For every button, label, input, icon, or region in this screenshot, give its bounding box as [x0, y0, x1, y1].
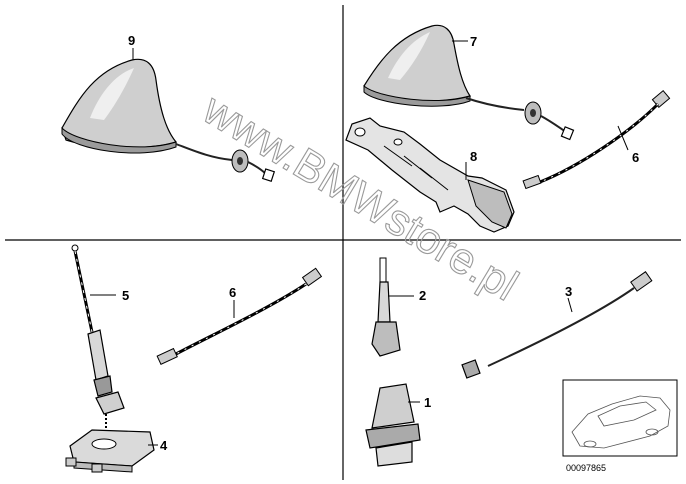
leader-6-top [617, 125, 629, 151]
car-thumbnail [562, 379, 678, 457]
part-number-2: 2 [419, 288, 426, 303]
part-6-cable-top [522, 89, 671, 190]
part-7-roof-antenna [363, 24, 575, 141]
part-number-3: 3 [565, 284, 572, 299]
part-number-7: 7 [470, 34, 477, 49]
part-number-6-top: 6 [632, 150, 639, 165]
part-3-cable [461, 271, 653, 379]
part-2-rod [371, 257, 414, 357]
part-9-roof-antenna [61, 48, 276, 183]
image-code: 00097865 [566, 463, 606, 473]
part-8-bracket [345, 117, 515, 233]
part-number-6-bottom: 6 [229, 285, 236, 300]
part-number-4: 4 [160, 438, 168, 453]
part-5-rod-antenna [71, 244, 125, 415]
part-number-1: 1 [424, 395, 431, 410]
part-1-antenna-base [365, 383, 421, 467]
part-number-8: 8 [470, 149, 477, 164]
leader-3 [567, 297, 573, 313]
part-number-5: 5 [122, 288, 129, 303]
part-number-9: 9 [128, 33, 135, 48]
part-6-cable-bottom [156, 267, 323, 365]
part-4-amplifier [65, 414, 158, 473]
